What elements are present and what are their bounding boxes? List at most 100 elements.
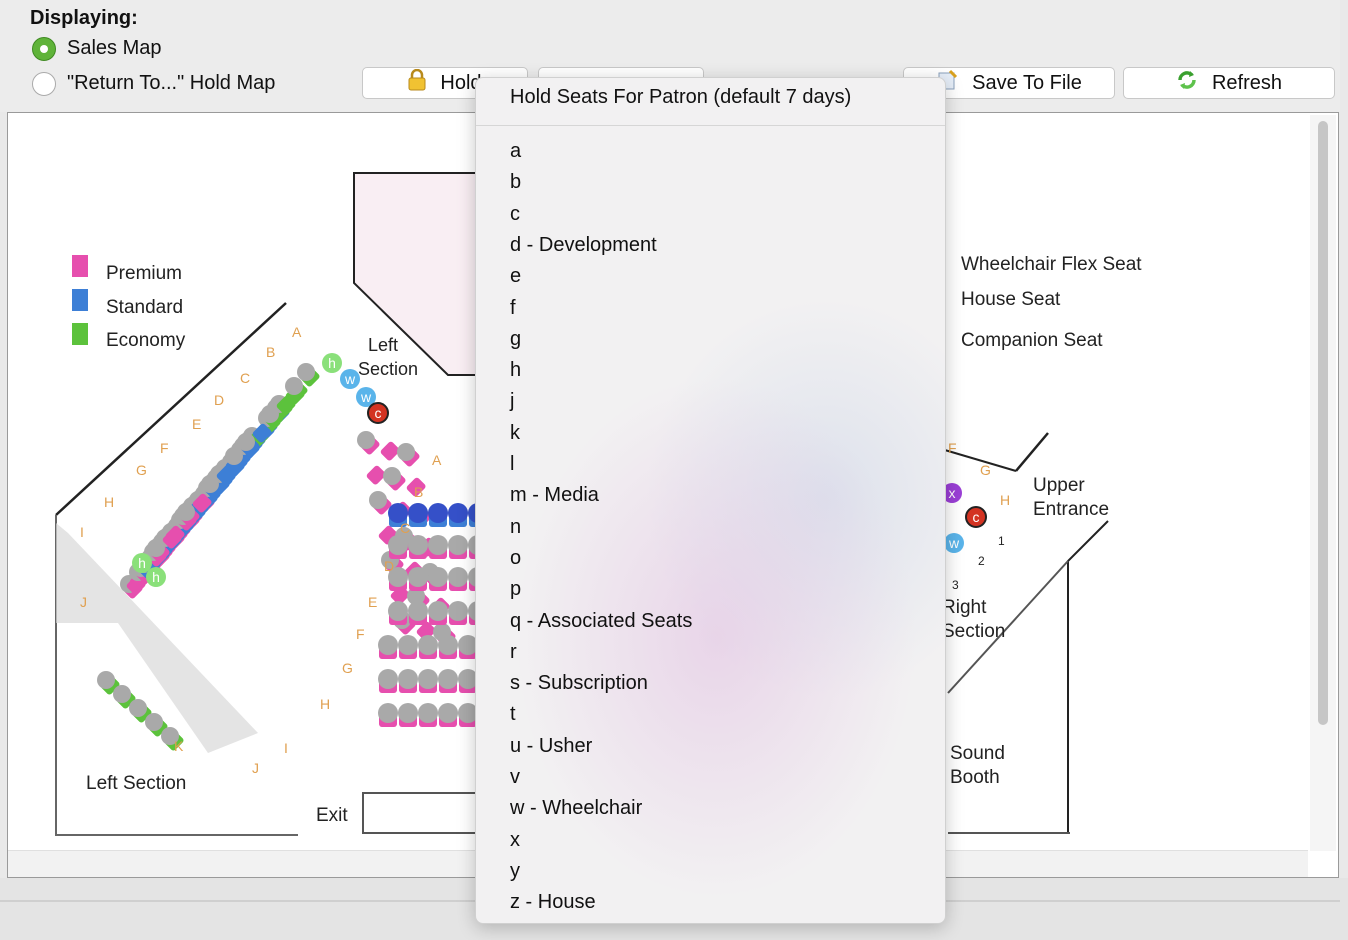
popup-menu-item[interactable]: l [510,453,515,475]
popup-menu-item[interactable]: z - House [510,891,596,914]
popup-menu-item[interactable]: q - Associated Seats [510,609,693,632]
save-to-file-label: Save To File [972,71,1082,94]
legend-wheelchair-flex-label: Wheelchair Flex Seat [961,254,1142,275]
popup-menu-item[interactable]: u - Usher [510,734,593,757]
seat [378,669,398,693]
legend-economy-label: Economy [106,330,186,351]
legend-economy-swatch [72,323,88,345]
seat-marker [398,703,418,723]
legend-standard-label: Standard [106,297,183,318]
seat-marker [448,601,468,621]
popup-menu-item[interactable]: p [510,578,522,601]
seat-marker-letter: w [948,535,960,551]
seat-marker [398,635,418,655]
vertical-scroll-thumb[interactable] [1318,121,1328,725]
seat [448,503,468,527]
vertical-scrollbar[interactable] [1310,115,1336,851]
seat [177,503,200,527]
left-wing-wall [55,302,287,516]
seat [380,441,400,461]
sold-seat-marker [285,377,303,395]
seat-marker [378,635,398,655]
row-letter: A [292,324,302,340]
row-letter: F [948,440,957,456]
sold-seat-marker [397,443,415,461]
popup-menu-item[interactable]: y [510,859,520,882]
popup-menu-item[interactable]: e [510,265,522,288]
row-letter: H [1000,492,1010,508]
seat-marker-letter: c [973,509,980,525]
seat-marker [398,669,418,689]
popup-menu-item[interactable]: b [510,171,522,194]
seat [408,601,428,625]
row-letter: B [266,344,275,360]
radio-return-to-hold-map-label[interactable]: "Return To..." Hold Map [67,72,276,94]
seat-marker-letter: w [344,371,356,387]
seat-marker [378,703,398,723]
seat [458,669,478,693]
seat-marker [408,535,428,555]
row-letter: G [342,660,353,676]
popup-menu-item[interactable]: m - Media [510,484,599,507]
seat [216,465,236,485]
popup-menu-item[interactable]: s - Subscription [510,672,648,695]
row-letter: G [980,462,991,478]
seat [297,363,320,387]
upper-entrance-label-1: Upper [1033,475,1085,496]
seat-marker [408,567,428,587]
seat [438,635,458,659]
popup-menu-item[interactable]: f [510,296,516,319]
sold-seat-marker [129,699,147,717]
seat [201,475,224,499]
radio-sales-map[interactable] [32,37,56,61]
popup-menu-item[interactable]: w - Wheelchair [510,797,643,820]
seat [397,443,420,467]
radio-return-to-hold-map[interactable] [32,72,56,96]
popup-menu-item[interactable]: v [510,766,520,788]
seat [276,395,296,415]
seat [285,377,308,401]
radio-sales-map-label[interactable]: Sales Map [67,37,162,59]
special-seat-marker: w [340,369,360,389]
sold-seat-marker [201,475,219,493]
popup-menu-item[interactable]: d - Development [510,233,657,256]
seat [458,703,478,727]
left-section-bottom-label: Left Section [86,773,186,794]
popup-menu-item[interactable]: h [510,359,522,382]
popup-menu-item[interactable]: g [510,327,522,350]
seat-number: 3 [952,578,959,592]
popup-menu-item[interactable]: j [510,390,515,413]
seat-marker-letter: h [138,555,146,571]
special-seat-marker: w [944,533,964,553]
popup-menu-item[interactable]: k [510,421,520,444]
popup-menu-item[interactable]: o [510,546,522,569]
popup-menu-item[interactable]: c [510,202,520,225]
seat-number: 2 [978,554,985,568]
seat-marker [458,669,478,689]
right-section-label-1: Right [942,597,987,618]
seat [398,635,418,659]
popup-menu-item[interactable]: n [510,515,522,538]
sold-seat-marker [383,467,401,485]
seat-marker [458,703,478,723]
popup-menu-item[interactable]: r [510,640,517,663]
popup-menu-item[interactable]: x [510,828,520,851]
sold-seat-marker [113,685,131,703]
sold-seat-marker [297,363,315,381]
sound-booth-label-1: Sound [950,743,1005,764]
seat [418,703,438,727]
seat-marker [418,669,438,689]
refresh-button[interactable]: Refresh [1123,67,1335,99]
popup-menu-item[interactable]: t [510,703,516,726]
seat-marker-letter: c [375,405,382,421]
seat [366,465,386,485]
popup-menu-item[interactable]: a [510,140,522,162]
legend-premium-swatch [72,255,88,277]
seat-marker [428,535,448,555]
seat-marker-letter: h [152,569,160,585]
seat [448,601,468,625]
row-letter: C [400,520,410,536]
seat [192,493,212,513]
